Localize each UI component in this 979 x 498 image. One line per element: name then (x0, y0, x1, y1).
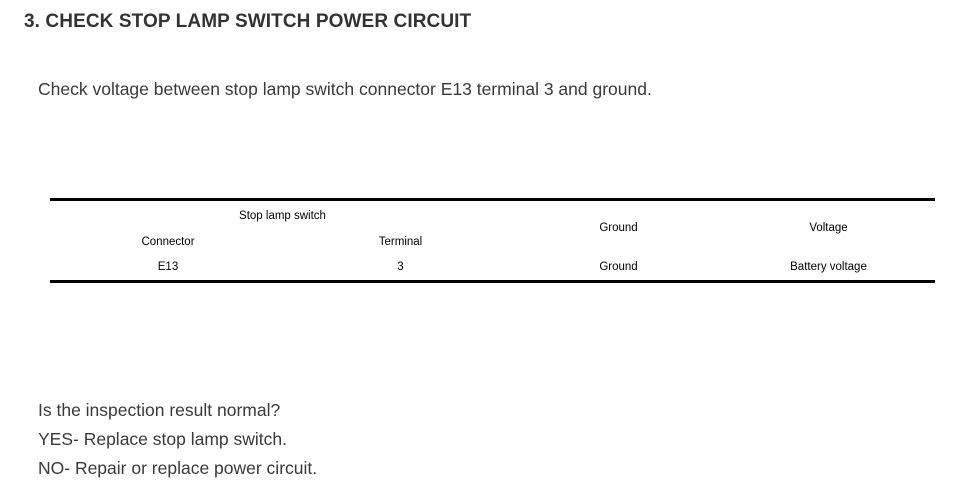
cell-header-ground: Ground (599, 222, 638, 234)
table-row-sub-header: Connector Terminal (50, 229, 935, 254)
cell-group-stop-lamp-switch: Stop lamp switch (239, 209, 326, 222)
table-bottom-rule (50, 280, 935, 283)
conclusion-question: Is the inspection result normal? (38, 400, 281, 420)
conclusion-block: Is the inspection result normal? YES- Re… (38, 396, 317, 483)
cell-value-connector: E13 (157, 261, 179, 273)
cell-header-voltage: Voltage (809, 222, 848, 234)
conclusion-no: NO- Repair or replace power circuit. (38, 458, 318, 478)
step-heading: 3. CHECK STOP LAMP SWITCH POWER CIRCUIT (24, 11, 472, 32)
table-row: E13 3 Ground Battery voltage (50, 254, 935, 280)
conclusion-yes: YES- Replace stop lamp switch. (38, 429, 287, 449)
table-top-rule (50, 198, 935, 202)
specification-table: Stop lamp switch Ground Voltage Connecto… (50, 198, 935, 283)
cell-value-voltage: Battery voltage (790, 261, 867, 273)
cell-value-ground: Ground (599, 261, 638, 273)
cell-value-terminal: 3 (397, 261, 404, 273)
cell-header-terminal: Terminal (378, 235, 423, 248)
measurement-table: Stop lamp switch Ground Voltage Connecto… (50, 202, 935, 280)
cell-header-connector: Connector (141, 235, 195, 248)
table-row-group-header: Stop lamp switch Ground Voltage (50, 202, 935, 235)
instruction-text: Check voltage between stop lamp switch c… (38, 79, 652, 99)
